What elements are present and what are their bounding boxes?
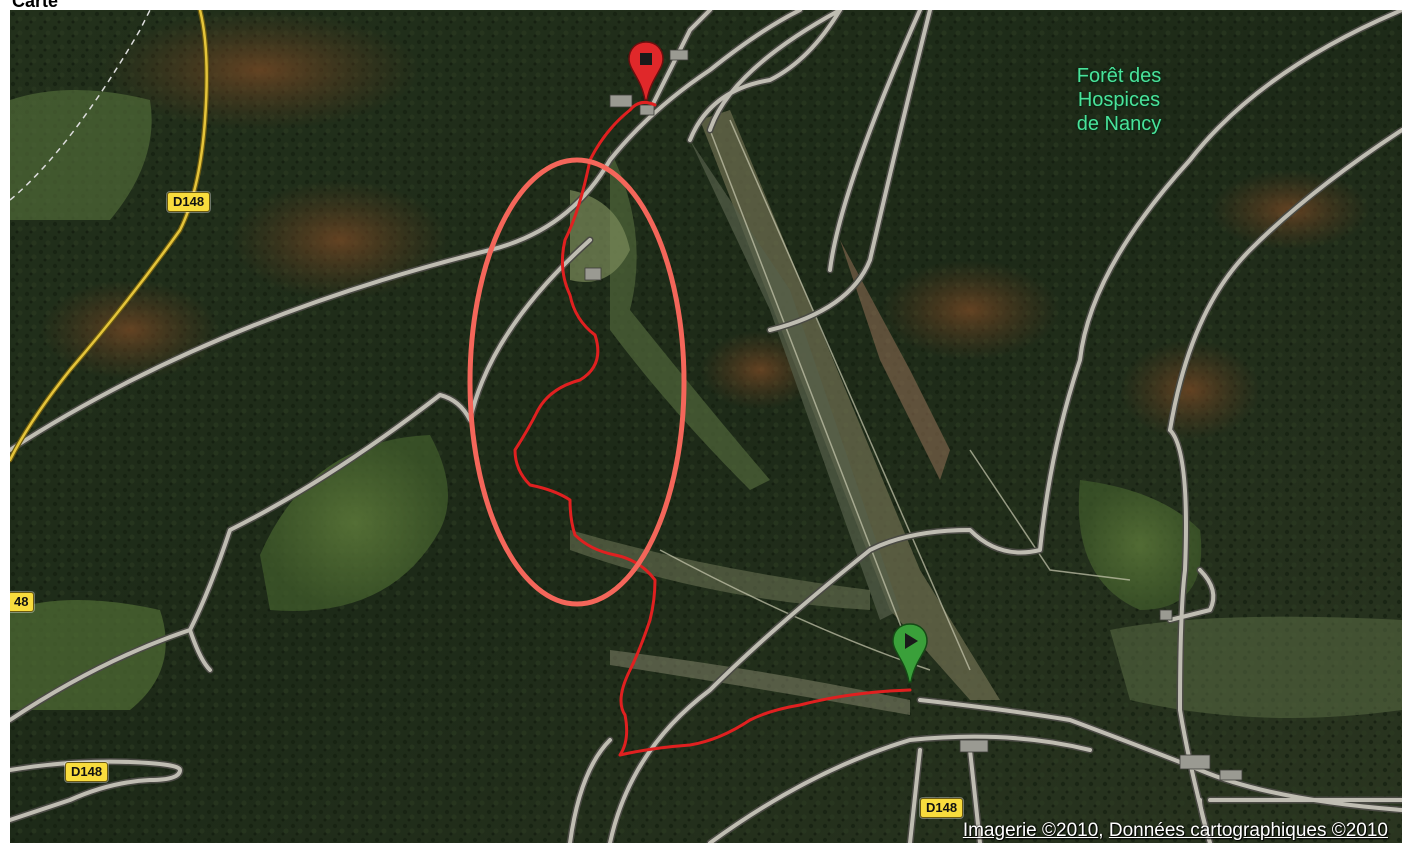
autumn-forest-patches bbox=[40, 10, 1370, 440]
roads bbox=[10, 10, 1402, 843]
road-badge-d148-southwest: D148 bbox=[65, 762, 109, 782]
stop-icon bbox=[640, 53, 652, 65]
play-icon bbox=[905, 633, 918, 649]
highlight-ellipse bbox=[467, 157, 687, 607]
imagery-credit-link[interactable]: Imagerie ©2010 bbox=[962, 820, 1099, 841]
departmental-road bbox=[10, 10, 210, 463]
attribution-separator: , bbox=[1098, 820, 1104, 841]
ski-lift-lines bbox=[659, 119, 1131, 671]
satellite-map bbox=[10, 10, 1402, 843]
buildings bbox=[584, 49, 1243, 781]
page-heading: Carte bbox=[12, 0, 59, 11]
dashed-trail bbox=[10, 10, 151, 201]
road-badge-d148-north: D148 bbox=[167, 192, 211, 212]
road-badge-d148-west: 48 bbox=[10, 592, 35, 612]
map-data-credit-link[interactable]: Données cartographiques ©2010 bbox=[1108, 820, 1388, 841]
map-attribution: Imagerie ©2010, Données cartographiques … bbox=[963, 820, 1388, 842]
road-badge-d148-south: D148 bbox=[920, 798, 964, 818]
gps-track bbox=[513, 100, 912, 757]
